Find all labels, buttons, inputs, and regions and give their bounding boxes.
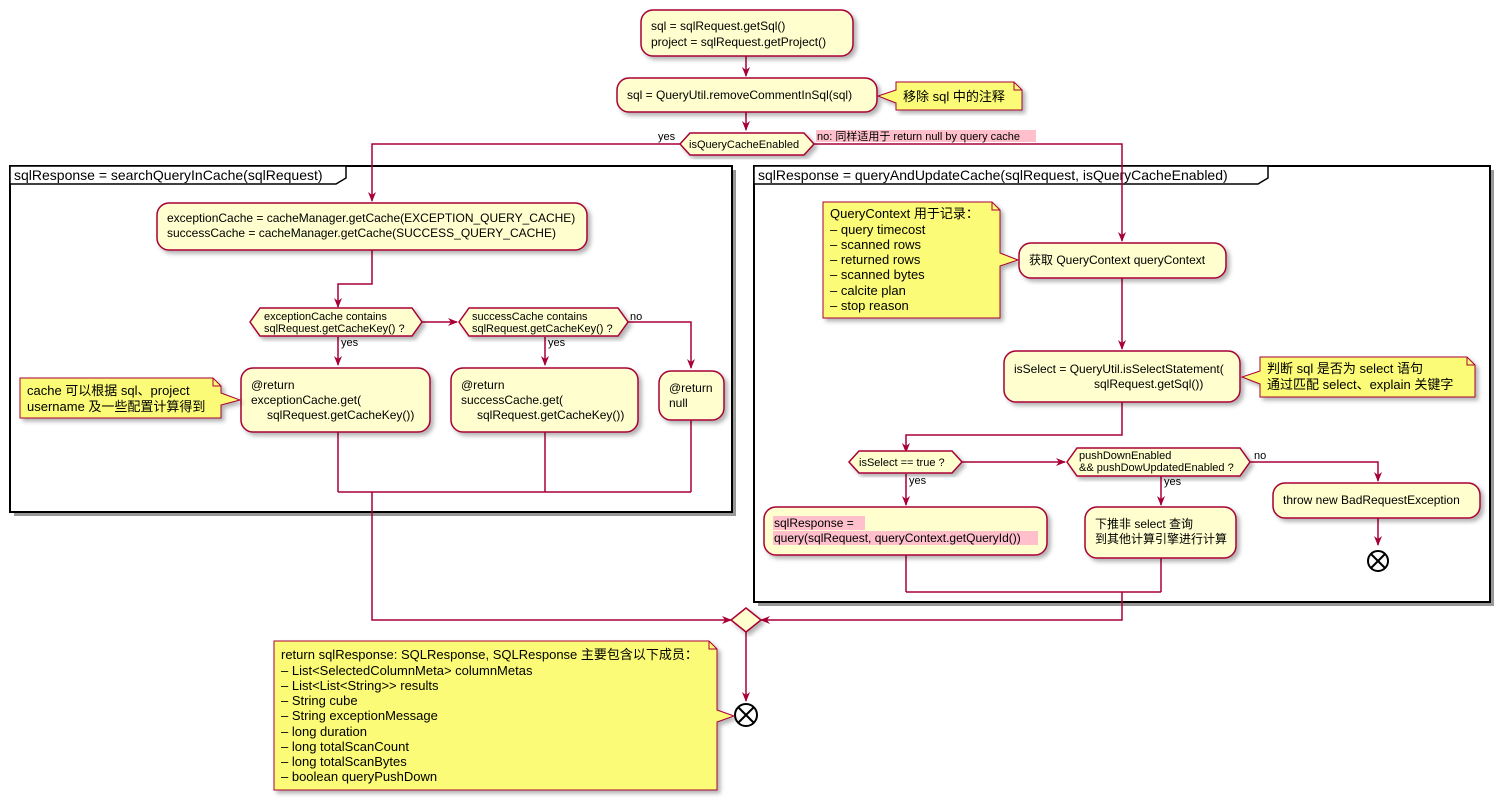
throw-node: throw new BadRequestException [1272, 482, 1481, 519]
note-response-line-5: – String exceptionMessage [281, 708, 438, 723]
end-throw [1367, 550, 1389, 572]
cond-exception-line-2: sqlRequest.getCacheKey() ? [264, 323, 405, 335]
label-succ-yes: yes [548, 337, 566, 349]
cond-cache-enabled-text: isQueryCacheEnabled [689, 139, 799, 151]
is-select-line-2: sqlRequest.getSql()) [1094, 377, 1203, 391]
cond-is-select-text: isSelect == true ? [859, 457, 945, 469]
note-query-context: QueryContext 用于记录： – query timecost – sc… [822, 201, 1020, 319]
note-context-line-3: – scanned rows [830, 237, 922, 252]
note-response-line-1: return sqlResponse: SQLResponse, SQLResp… [281, 647, 698, 662]
cond-success-cache: successCache contains sqlRequest.getCach… [458, 307, 629, 337]
end-final [734, 703, 758, 727]
flow-lines [334, 56, 1382, 702]
get-context-text: 获取 QueryContext queryContext [1029, 253, 1206, 267]
edge-pushdown-no [1250, 461, 1382, 482]
query-node: sqlResponse = query(sqlRequest, queryCon… [763, 506, 1048, 556]
edge-yes-left [368, 143, 680, 202]
ret-success-line-3: sqlRequest.getCacheKey()) [477, 408, 624, 422]
ret-null-line-2: null [669, 396, 688, 410]
pushdown-node: 下推非 select 查询 到其他计算引擎进行计算 [1084, 506, 1237, 559]
label-succ-no: no [630, 311, 642, 323]
edge-no-right [814, 143, 1126, 242]
cond-pushdown-line-2: && pushDowUpdatedEnabled ? [1079, 462, 1234, 474]
ret-null-node: @return null [658, 370, 725, 421]
ret-null-line-1: @return [669, 381, 713, 395]
note-cache-key: cache 可以根据 sql、project username 及一些配置计算得… [19, 377, 242, 419]
note-response-line-4: – String cube [281, 693, 358, 708]
cond-exception-line-1: exceptionCache contains [264, 311, 387, 323]
label-no-top: no: 同样适用于 return null by query cache [817, 129, 1020, 143]
edge-succ-no [628, 321, 695, 369]
note-cache-line-1: cache 可以根据 sql、project [27, 383, 190, 398]
ret-success-node: @return successCache.get( sqlRequest.get… [450, 367, 639, 433]
cond-success-line-2: sqlRequest.getCacheKey() ? [472, 323, 613, 335]
get-cache-line-1: exceptionCache = cacheManager.getCache(E… [167, 211, 575, 225]
cond-is-select: isSelect == true ? [847, 450, 964, 474]
note-remove-comment: 移除 sql 中的注释 [876, 81, 1023, 111]
right-partition-title: sqlResponse = queryAndUpdateCache(sqlReq… [758, 167, 1228, 183]
is-select-node: isSelect = QueryUtil.isSelectStatement( … [1003, 350, 1241, 403]
note-response-line-9: – boolean queryPushDown [281, 769, 437, 784]
cond-pushdown: pushDownEnabled && pushDowUpdatedEnabled… [1066, 447, 1251, 477]
ret-exception-node: @return exceptionCache.get( sqlRequest.g… [240, 367, 431, 433]
note-select-line-2: 通过匹配 select、explain 关键字 [1267, 377, 1453, 392]
note-context-line-7: – stop reason [830, 298, 909, 313]
is-select-line-1: isSelect = QueryUtil.isSelectStatement( [1014, 362, 1224, 376]
init-node: sql = sqlRequest.getSql() project = sqlR… [640, 9, 854, 57]
init-line-2: project = sqlRequest.getProject() [651, 35, 826, 49]
get-cache-line-2: successCache = cacheManager.getCache(SUC… [167, 226, 556, 240]
label-pushdown-yes: yes [1164, 476, 1182, 488]
query-line-1: sqlResponse = [774, 516, 854, 530]
note-context-line-1: QueryContext 用于记录： [830, 206, 979, 221]
query-line-2: query(sqlRequest, queryContext.getQueryI… [774, 531, 1021, 545]
note-response-line-2: – List<SelectedColumnMeta> columnMetas [281, 663, 533, 678]
left-partition-title: sqlResponse = searchQueryInCache(sqlRequ… [14, 167, 323, 183]
init-line-1: sql = sqlRequest.getSql() [651, 19, 785, 33]
ret-exception-line-1: @return [251, 378, 295, 392]
note-context-line-5: – scanned bytes [830, 267, 925, 282]
cond-cache-enabled: isQueryCacheEnabled [678, 132, 816, 156]
note-response-line-3: – List<List<String>> results [281, 678, 439, 693]
label-yes-top: yes [658, 131, 676, 143]
merge-diamond [729, 607, 763, 633]
throw-text: throw new BadRequestException [1283, 493, 1460, 507]
note-select-line-1: 判断 sql 是否为 select 语句 [1267, 361, 1423, 376]
note-context-line-6: – calcite plan [830, 283, 906, 298]
label-no-highlight [816, 130, 1036, 142]
pushdown-line-1: 下推非 select 查询 [1095, 517, 1193, 531]
note-cache-line-2: username 及一些配置计算得到 [27, 399, 205, 414]
ret-exception-line-3: sqlRequest.getCacheKey()) [267, 408, 414, 422]
cond-pushdown-line-1: pushDownEnabled [1079, 450, 1171, 462]
ret-success-line-2: successCache.get( [461, 393, 563, 407]
note-response-line-7: – long totalScanCount [281, 739, 409, 754]
note-response-line-6: – long duration [281, 724, 367, 739]
get-cache-node: exceptionCache = cacheManager.getCache(E… [156, 202, 588, 251]
edge-right-final [760, 592, 1123, 624]
note-sql-response: return sqlResponse: SQLResponse, SQLResp… [273, 640, 736, 791]
cond-success-line-1: successCache contains [472, 311, 588, 323]
edge-select-cond [902, 402, 1123, 453]
note-response-line-8: – long totalScanBytes [281, 754, 407, 769]
label-pushdown-no: no [1254, 450, 1266, 462]
edge-left-final [371, 492, 732, 624]
label-isselect-yes: yes [909, 475, 927, 487]
edge-cache-cond [334, 250, 373, 308]
ret-success-line-1: @return [461, 378, 505, 392]
cond-exception-cache: exceptionCache contains sqlRequest.getCa… [249, 307, 423, 337]
note-select: 判断 sql 是否为 select 语句 通过匹配 select、explain… [1240, 356, 1476, 398]
label-exc-yes: yes [341, 337, 359, 349]
note-context-line-4: – returned rows [830, 252, 921, 267]
note-context-line-2: – query timecost [830, 222, 926, 237]
pushdown-line-2: 到其他计算引擎进行计算 [1095, 531, 1227, 546]
remove-comment-text: sql = QueryUtil.removeCommentInSql(sql) [627, 88, 852, 102]
get-context-node: 获取 QueryContext queryContext [1018, 242, 1227, 279]
remove-comment-node: sql = QueryUtil.removeCommentInSql(sql) [616, 77, 878, 113]
ret-exception-line-2: exceptionCache.get( [251, 393, 361, 407]
note-remove-comment-text: 移除 sql 中的注释 [903, 89, 1005, 104]
